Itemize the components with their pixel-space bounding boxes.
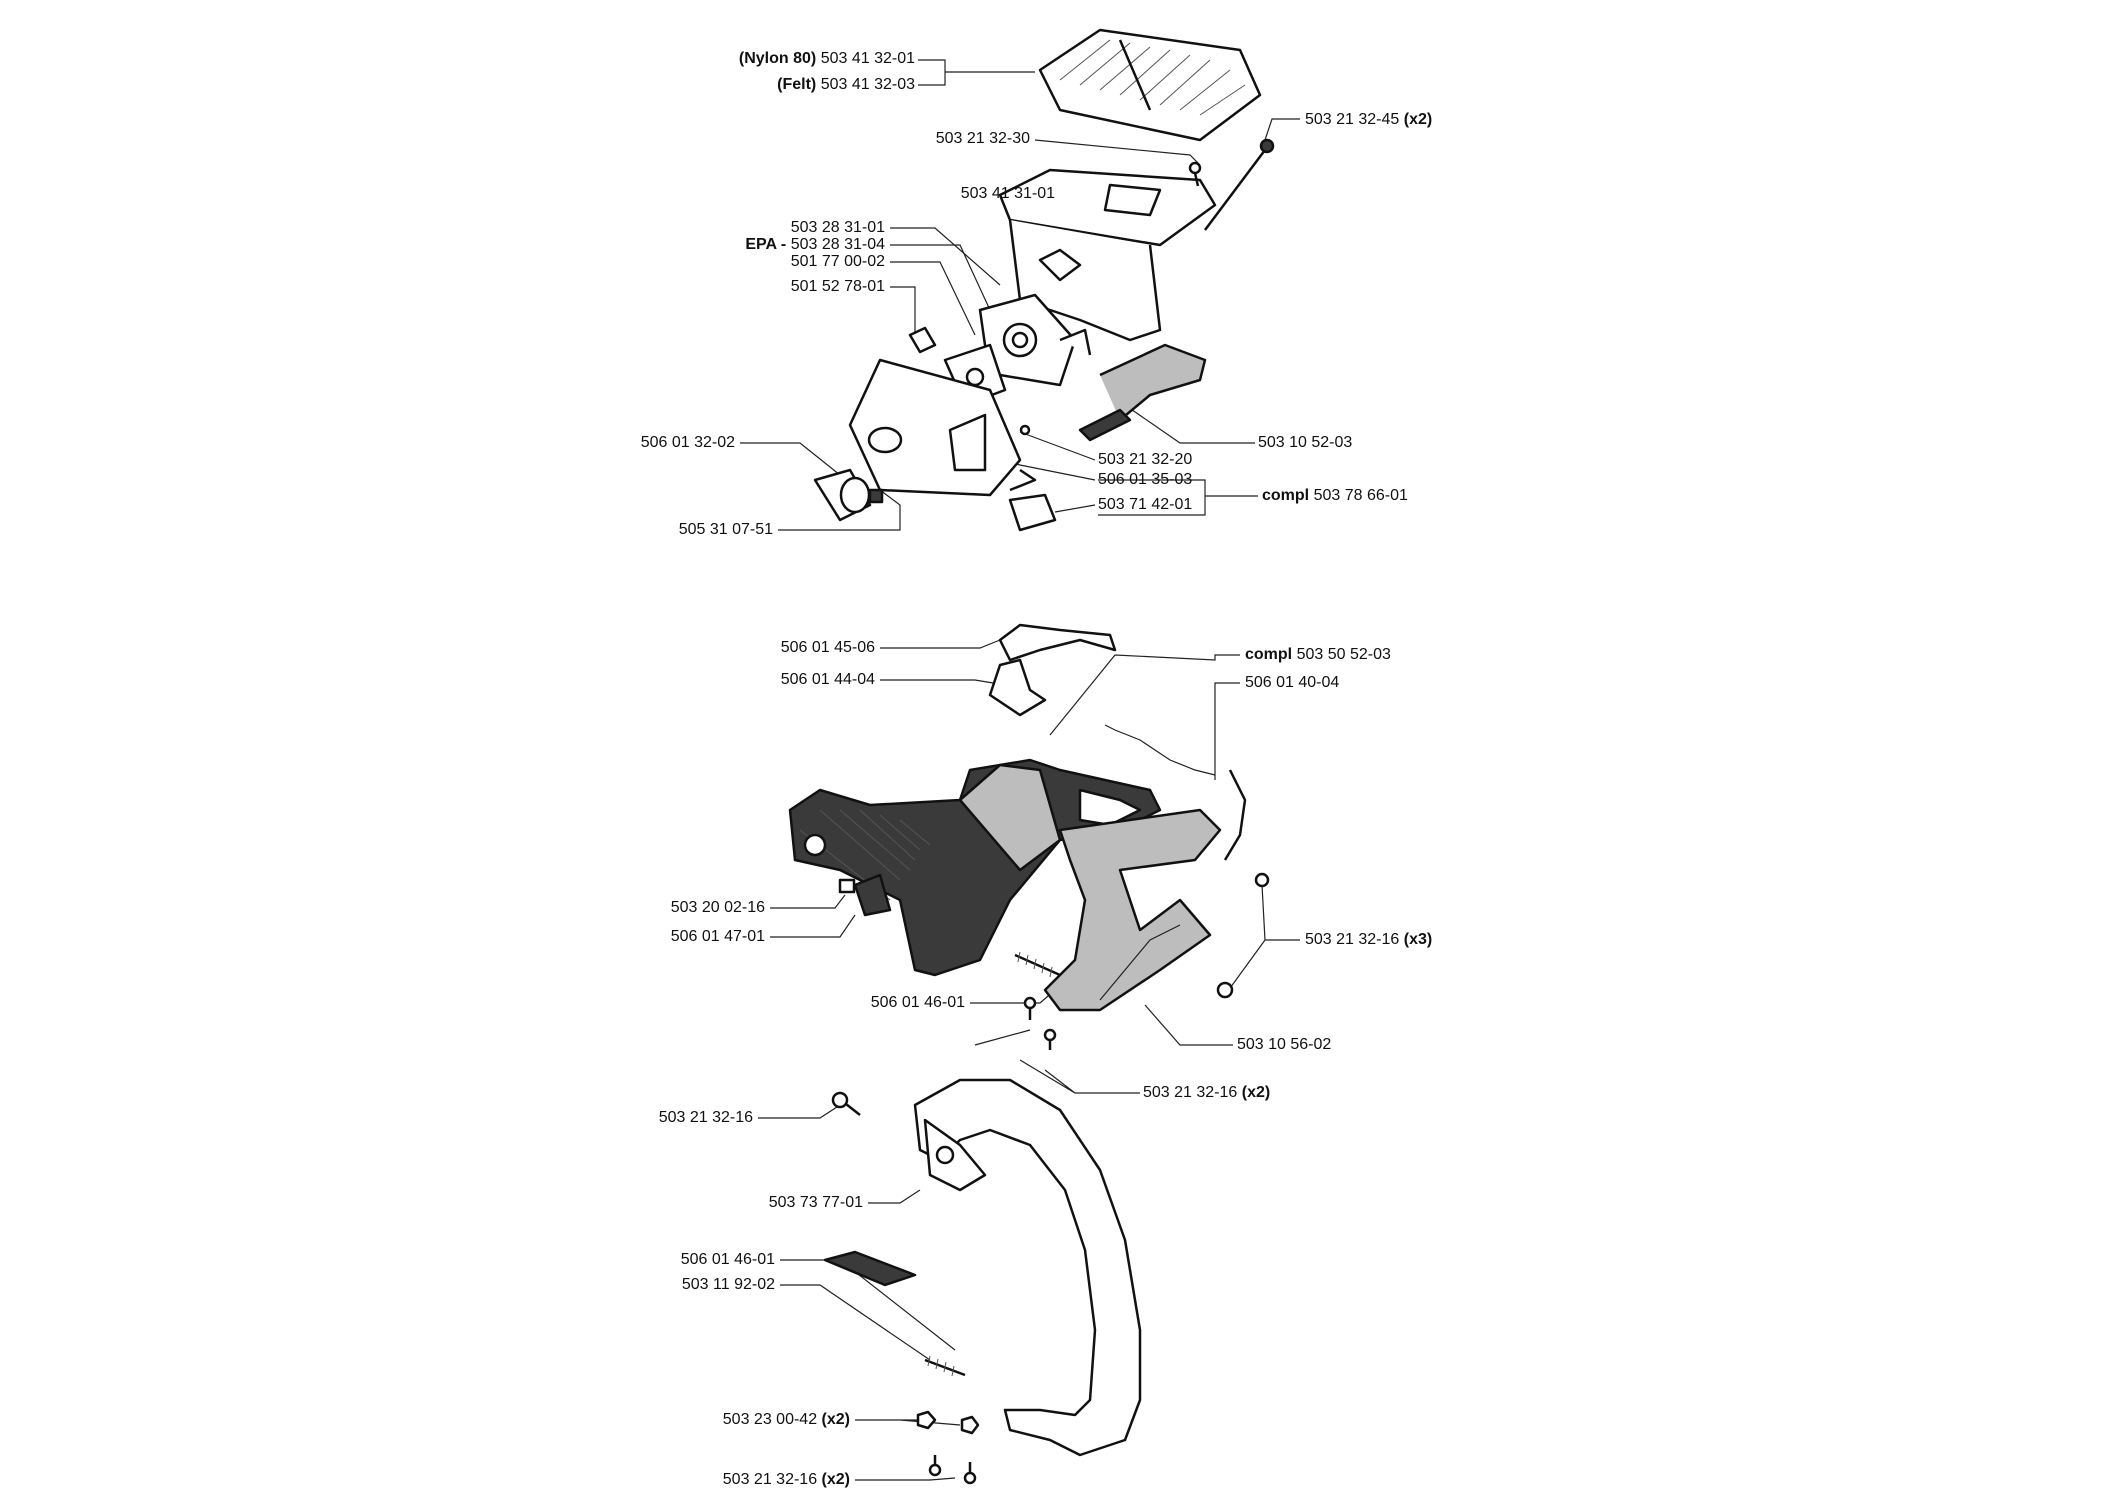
- return-spring: [1104, 724, 1216, 776]
- part-label-503213220: 503 21 32-20: [1098, 451, 1193, 468]
- hand-guard-bracket: [1043, 808, 1222, 1012]
- clip-part: [908, 326, 937, 354]
- screw-mid-1: [1023, 996, 1037, 1020]
- part-label-503213216-x2-bottom: 503 21 32-16 (x2): [722, 1471, 850, 1488]
- spring-bottom: [924, 1355, 966, 1377]
- part-label-503230042-x2: 503 23 00-42 (x2): [722, 1411, 850, 1428]
- part-label-506013503: 506 01 35-03: [1098, 471, 1193, 488]
- part-label-505310751: 505 31 07-51: [678, 521, 773, 538]
- part-label-503105602: 503 10 56-02: [1237, 1036, 1332, 1053]
- part-label-compl-503786601: compl 503 78 66-01: [1262, 487, 1408, 504]
- screw-mid-2: [1043, 1028, 1057, 1050]
- intake-housing: [848, 358, 1037, 497]
- part-label-501527801: 501 52 78-01: [790, 278, 885, 295]
- bolt-and-spring-left: [838, 873, 892, 917]
- screw-mid-right: [1216, 872, 1270, 999]
- screw-long: [1204, 138, 1275, 231]
- small-screw-top: [1188, 161, 1202, 187]
- part-label-506014701: 506 01 47-01: [670, 928, 765, 945]
- screw-bottom-left: [831, 1091, 861, 1116]
- part-label-503213230: 503 21 32-30: [935, 130, 1030, 147]
- rear-handle-housing: [788, 758, 1247, 977]
- choke-lever: [1078, 343, 1207, 442]
- part-label-503105203: 503 10 52-03: [1258, 434, 1353, 451]
- part-label-506014601-a: 506 01 46-01: [870, 994, 965, 1011]
- part-label-nylon-filter: (Nylon 80) 503 41 32-01: [738, 50, 915, 67]
- part-label-503213216-x3: 503 21 32-16 (x3): [1305, 931, 1433, 948]
- sleeve-part: [813, 468, 872, 522]
- part-label-503283101: 503 28 31-01: [790, 219, 885, 236]
- anti-slip-pad: [823, 1250, 917, 1287]
- throttle-lockout: [988, 658, 1047, 717]
- rubber-cap: [1008, 493, 1057, 532]
- part-label-503213216: 503 21 32-16: [658, 1109, 753, 1126]
- part-label-506013202: 506 01 32-02: [640, 434, 735, 451]
- small-screw-mid: [1019, 424, 1031, 436]
- part-label-felt-filter: (Felt) 503 41 32-03: [777, 76, 915, 93]
- part-label-503200216: 503 20 02-16: [670, 899, 765, 916]
- filter-holder: [998, 168, 1217, 342]
- air-filter: [1038, 28, 1262, 142]
- rod-part: [974, 1029, 1031, 1046]
- leader-lines: [740, 59, 1300, 1481]
- part-label-501770002: 501 77 00-02: [790, 253, 885, 270]
- part-label-506014404: 506 01 44-04: [780, 671, 875, 688]
- nuts-bottom: [916, 1410, 980, 1435]
- part-label-503119202: 503 11 92-02: [681, 1276, 775, 1293]
- part-label-506014506: 506 01 45-06: [780, 639, 875, 656]
- front-handle: [913, 1078, 1142, 1457]
- screws-bottom: [928, 1455, 977, 1485]
- part-label-compl-503505203: compl 503 50 52-03: [1245, 646, 1391, 663]
- part-label-503737701: 503 73 77-01: [768, 1194, 863, 1211]
- throttle-trigger: [998, 623, 1117, 662]
- spring-mid: [1014, 951, 1061, 978]
- small-nut-top: [868, 488, 884, 504]
- carburetor: [978, 293, 1092, 387]
- part-label-epa-503283104: EPA - 503 28 31-04: [745, 236, 885, 253]
- part-label-503714201: 503 71 42-01: [1098, 496, 1193, 513]
- part-label-506014004: 506 01 40-04: [1245, 674, 1340, 691]
- part-label-503413101: 503 41 31-01: [960, 185, 1055, 202]
- part-label-506014601-b: 506 01 46-01: [680, 1251, 775, 1268]
- part-label-503213245: 503 21 32-45 (x2): [1305, 111, 1433, 128]
- part-label-503213216-x2-mid: 503 21 32-16 (x2): [1143, 1084, 1271, 1101]
